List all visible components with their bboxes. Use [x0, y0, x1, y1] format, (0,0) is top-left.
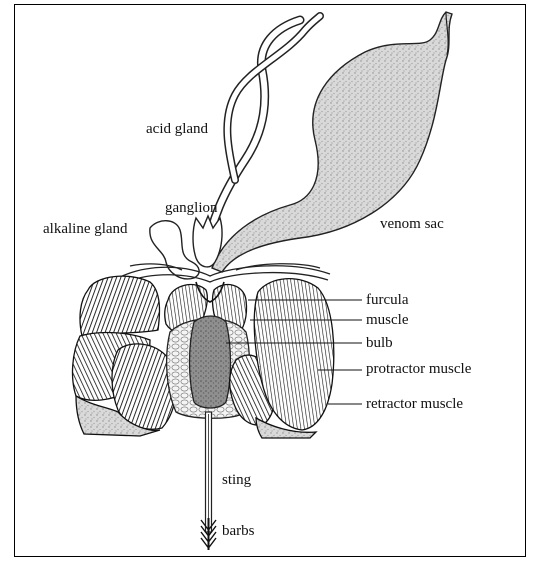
- left-muscle-group: [73, 276, 176, 436]
- label-barbs: barbs: [222, 524, 255, 539]
- label-venom-sac: venom sac: [380, 217, 444, 232]
- label-furcula: furcula: [366, 293, 408, 308]
- label-ganglion: ganglion: [165, 201, 218, 216]
- label-muscle: muscle: [366, 313, 409, 328]
- label-sting: sting: [222, 473, 251, 488]
- venom-sac: [212, 12, 452, 272]
- label-protractor-muscle: protractor muscle: [366, 362, 471, 377]
- label-alkaline-gland: alkaline gland: [43, 222, 128, 237]
- label-retractor-muscle: retractor muscle: [366, 397, 463, 412]
- sting-barbs: [201, 518, 216, 550]
- label-acid-gland: acid gland: [146, 122, 208, 137]
- label-bulb: bulb: [366, 336, 393, 351]
- sting-shaft: [206, 412, 212, 532]
